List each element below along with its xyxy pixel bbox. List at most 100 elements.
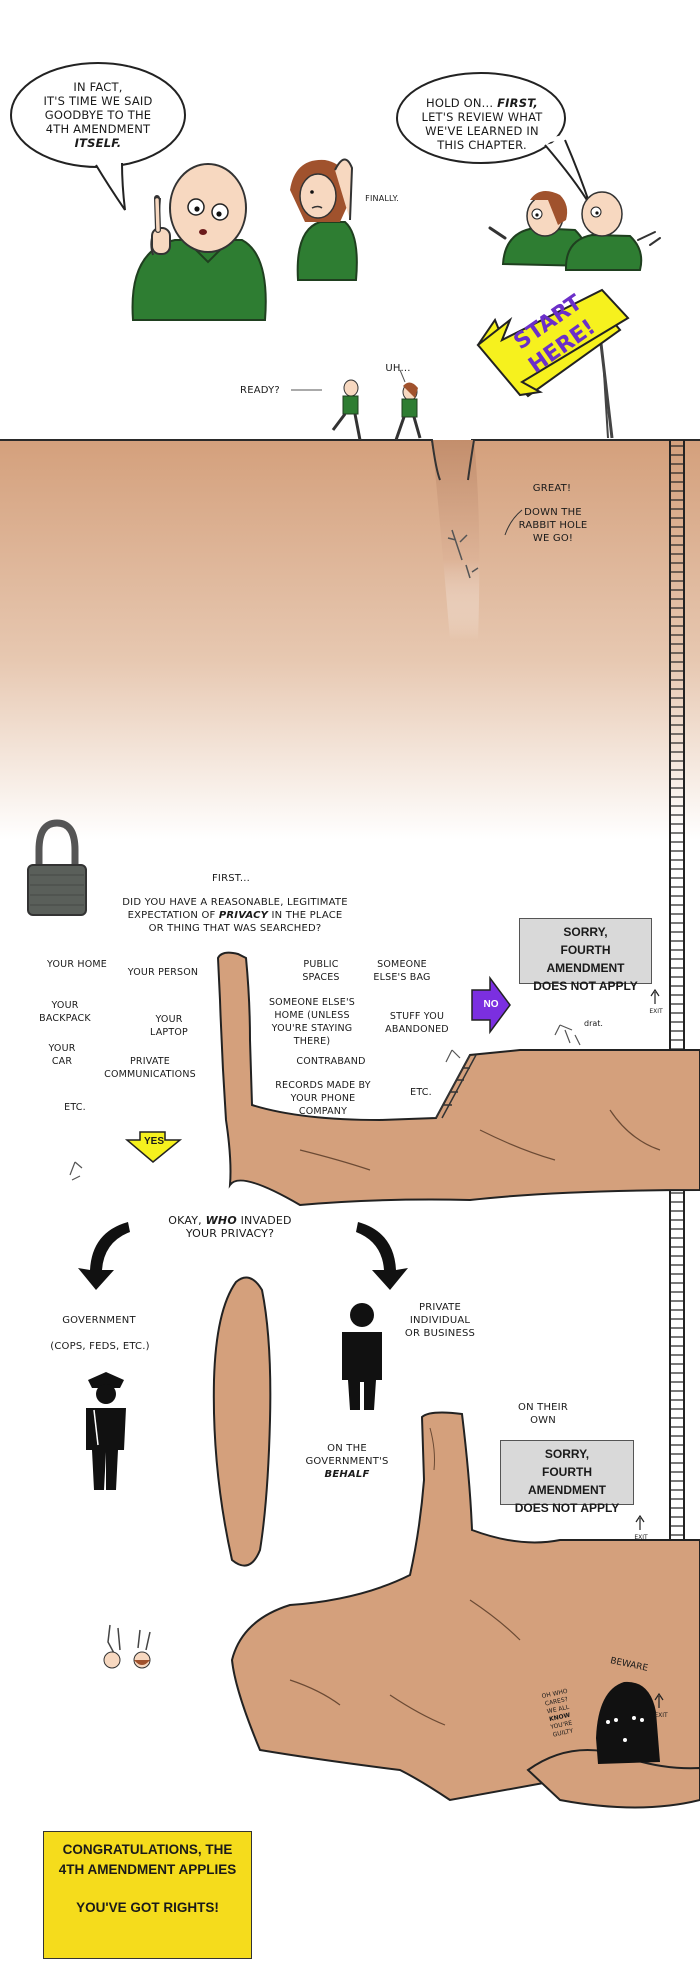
ground-surface — [0, 439, 700, 840]
police-officer-icon — [86, 1372, 126, 1490]
congrats-line: CONGRATULATIONS, THE — [62, 1842, 233, 1857]
no-item-contraband: Contraband — [296, 1056, 366, 1067]
government-sub-label: (cops, feds, etc.) — [50, 1341, 150, 1352]
pair-characters — [488, 191, 661, 271]
privacy-question-line: Did you have a reasonable, legitimate — [122, 897, 348, 908]
uh-text: Uh... — [385, 363, 411, 374]
bubble-left-text: In fact, it's time we said goodbye to th… — [28, 80, 168, 150]
exit-label-1: EXIT — [649, 1008, 663, 1015]
sorry-box-privacy: SORRY, FOURTH AMENDMENT DOES NOT APPLY — [519, 918, 652, 993]
yes-item-etc: Etc. — [64, 1102, 86, 1113]
sorry-line: FOURTH AMENDMENT — [528, 1465, 606, 1497]
first-text: First... — [211, 873, 251, 884]
bald-man-character — [131, 163, 267, 321]
sorry-box-private: SORRY, FOURTH AMENDMENT DOES NOT APPLY — [500, 1440, 634, 1515]
congrats-line: YOU'VE GOT RIGHTS! — [76, 1900, 219, 1915]
bubble-left-line: 4th Amendment — [45, 122, 151, 136]
privacy-question-mid-post: in the place — [271, 910, 343, 921]
on-behalf-label: On the government's behalf — [292, 1442, 402, 1481]
government-label: Government — [62, 1315, 136, 1326]
sorry-line: DOES NOT APPLY — [514, 1501, 620, 1515]
ready-text: Ready? — [240, 385, 280, 396]
behalf-line: government's — [305, 1456, 389, 1467]
exit-label-2: EXIT — [634, 1534, 648, 1541]
who-question: Okay, who invaded your privacy? — [150, 1214, 310, 1240]
bubble-right-pre: Hold on... — [426, 96, 494, 110]
congrats-box: CONGRATULATIONS, THE 4TH AMENDMENT APPLI… — [43, 1831, 252, 1959]
congrats-gap — [48, 1880, 247, 1898]
who-pre: Okay, — [168, 1214, 202, 1227]
own-line: own — [530, 1415, 556, 1426]
yes-label: YES — [143, 1136, 164, 1147]
fallen-figures — [103, 1624, 151, 1669]
private-person-icon — [342, 1303, 382, 1410]
yes-item-car: Your car — [48, 1043, 76, 1067]
bubble-right-text: Hold on... First, let's review what we'v… — [404, 96, 560, 152]
yes-item-communications: Private communications — [104, 1056, 196, 1080]
bubble-left-line: goodbye to the — [44, 108, 152, 122]
privacy-question-mid-pre: expectation of — [127, 910, 216, 921]
private-line: individual — [409, 1315, 471, 1326]
speech-bubble-left — [10, 62, 186, 211]
privacy-question: Did you have a reasonable, legitimate ex… — [100, 896, 370, 935]
no-item-public: Public spaces — [302, 959, 340, 983]
privacy-question-line: expectation of privacy in the place — [100, 909, 370, 922]
congrats-line: 4TH AMENDMENT APPLIES — [58, 1862, 237, 1877]
no-item-home: Someone else's home (unless you're stayi… — [268, 997, 356, 1047]
walking-characters — [291, 369, 422, 441]
no-item-etc: Etc. — [410, 1087, 432, 1098]
bubble-right-line: let's review what — [421, 110, 543, 124]
down-hole-text: Down the rabbit hole we go! — [508, 506, 598, 545]
yes-item-home: Your home — [47, 959, 107, 970]
great-text: Great! — [532, 483, 572, 494]
bubble-left-line: In fact, — [73, 80, 123, 94]
no-label: NO — [483, 999, 499, 1010]
sorry-line: DOES NOT APPLY — [533, 979, 638, 993]
drat-text: drat. — [584, 1019, 603, 1028]
padlock-icon — [27, 819, 87, 916]
who-rest: invaded — [240, 1214, 292, 1227]
exit-arrows — [635, 988, 664, 1708]
no-item-abandoned: Stuff you abandoned — [385, 1011, 449, 1035]
bubble-right-line: we've learned in — [425, 124, 539, 138]
down-line: rabbit hole — [518, 520, 588, 531]
bubble-left-line: it's time we said — [43, 94, 153, 108]
privacy-emphasis: privacy — [218, 910, 269, 921]
bubble-right-line: this chapter. — [437, 138, 527, 152]
yes-item-backpack: Your backpack — [39, 1000, 91, 1024]
who-line: your privacy? — [185, 1227, 275, 1240]
no-item-bag: Someone else's bag — [373, 959, 431, 983]
bubble-right-emphasis: First, — [497, 96, 538, 110]
woman-character — [290, 158, 358, 281]
start-here-sign: START HERE! — [476, 288, 630, 439]
yes-item-person: Your person — [127, 967, 199, 978]
bubble-right-line: Hold on... First, — [404, 96, 560, 110]
behalf-emphasis: behalf — [324, 1469, 370, 1480]
falling-figures-top — [447, 509, 523, 579]
private-label: Private individual or business — [390, 1301, 490, 1340]
sorry-line: FOURTH AMENDMENT — [546, 943, 625, 975]
down-line: we go! — [532, 533, 574, 544]
sorry-line: SORRY, — [544, 1447, 590, 1461]
bubble-left-emphasis: itself. — [74, 136, 122, 150]
yes-item-laptop: Your laptop — [150, 1014, 188, 1038]
private-line: or business — [404, 1328, 476, 1339]
who-emphasis: who — [205, 1214, 237, 1227]
who-line: Okay, who invaded — [150, 1214, 310, 1227]
sorry-line: SORRY, — [563, 925, 608, 939]
privacy-cliff — [69, 951, 700, 1207]
no-arrow-icon — [471, 975, 511, 1035]
on-their-own-label: On their own — [508, 1401, 578, 1427]
behalf-line: On the — [327, 1443, 367, 1454]
private-line: Private — [418, 1302, 462, 1313]
curved-arrows — [78, 1222, 408, 1290]
floating-rock — [212, 1276, 272, 1567]
exit-label-3: EXIT — [654, 1712, 668, 1719]
privacy-question-line: or thing that was searched? — [148, 923, 322, 934]
yes-arrow-icon — [124, 1131, 183, 1163]
finally-text: Finally. — [365, 194, 399, 203]
cave-entrance — [596, 1681, 660, 1764]
own-line: On their — [518, 1402, 568, 1413]
